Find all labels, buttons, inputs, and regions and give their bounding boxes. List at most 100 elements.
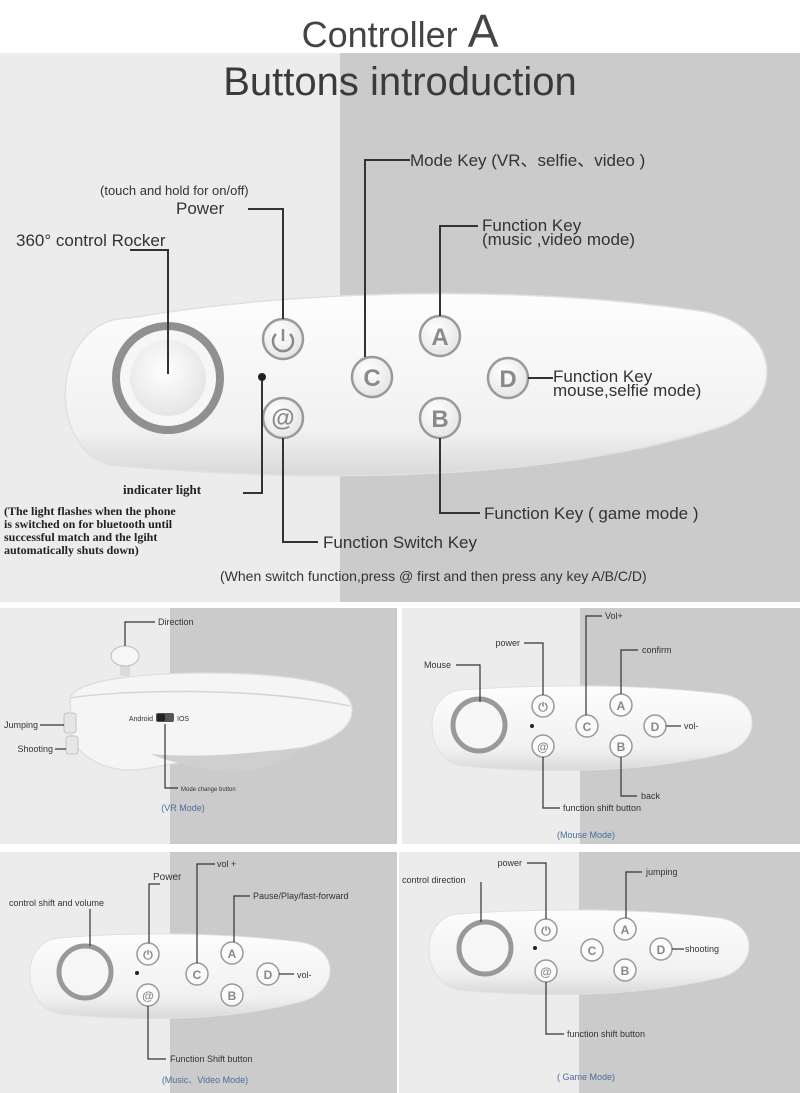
page-title: Controller A xyxy=(0,4,800,58)
rocker-label: 360° control Rocker xyxy=(16,231,166,250)
b-button: B xyxy=(418,396,462,440)
vr-mode-diagram: Android IOS Direction Jumping Shooting M… xyxy=(0,608,397,844)
game-b-glyph: B xyxy=(621,964,630,978)
a-button: A xyxy=(418,314,462,358)
game-a-glyph: A xyxy=(621,923,630,937)
music-vol-plus-label: vol + xyxy=(217,859,236,869)
game-mode-panel: ⏻ @ C A B D power jumping control direct… xyxy=(399,852,800,1093)
leader-lines xyxy=(130,159,553,543)
a-button-label: A xyxy=(431,324,448,351)
music-mode-caption: (Music、Video Mode) xyxy=(162,1075,248,1085)
game-shooting-label: shooting xyxy=(685,944,719,954)
indicator-note-1: (The light flashes when the phone xyxy=(4,504,176,518)
d-button-label: D xyxy=(499,366,516,393)
music-function-shift-label: Function Shift button xyxy=(170,1054,253,1064)
jumping-label: Jumping xyxy=(4,720,38,730)
mouse-vol-plus-label: Vol+ xyxy=(605,611,623,621)
main-diagram-panel: Buttons introduction @ C A B D xyxy=(0,53,800,602)
power-label: Power xyxy=(176,199,225,218)
indicator-label: indicater light xyxy=(123,482,202,497)
game-power-label: power xyxy=(497,858,522,868)
mouse-rocker xyxy=(450,696,508,754)
music-mode-panel: ⏻ @ C A B D Power vol + control shift an… xyxy=(0,852,397,1093)
mouse-mode-caption: (Mouse Mode) xyxy=(557,830,615,840)
switch-ios-label: IOS xyxy=(177,716,189,723)
vr-controller-body xyxy=(69,672,353,771)
game-a-button xyxy=(613,917,637,941)
function-key-a-label: Function Key xyxy=(482,216,582,235)
music-power-label: Power xyxy=(153,872,182,883)
mouse-c-button xyxy=(575,714,599,738)
game-d-glyph: D xyxy=(657,943,666,957)
vr-mode-caption: (VR Mode) xyxy=(161,803,205,813)
indicator-note-2: is switched on for bluetooth until xyxy=(4,517,173,531)
mouse-mode-diagram: ⏻ @ C A B D power Vol+ Mouse confirm vol… xyxy=(402,608,800,844)
mouse-d-glyph: D xyxy=(651,720,660,734)
mouse-c-glyph: C xyxy=(583,720,592,734)
music-a-glyph: A xyxy=(228,947,237,961)
shooting-label: Shooting xyxy=(17,744,53,754)
jumping-button xyxy=(63,712,77,734)
mode-change-label: Mode change button xyxy=(181,787,236,793)
function-key-b-label: Function Key ( game mode ) xyxy=(484,504,698,523)
music-b-button xyxy=(220,983,244,1007)
game-c-button xyxy=(580,938,604,962)
music-power-button xyxy=(136,942,160,966)
mouse-b-glyph: B xyxy=(617,740,626,754)
at-button: @ xyxy=(261,396,305,440)
function-key-d-label: Function Key xyxy=(553,367,653,386)
indicator-light xyxy=(258,373,266,381)
main-diagram: Buttons introduction @ C A B D xyxy=(0,53,800,602)
game-function-shift-label: function shift button xyxy=(567,1029,645,1039)
music-d-glyph: D xyxy=(264,968,273,982)
indicator-note-3: successful match and the lgiht xyxy=(4,530,157,544)
music-pause-play-label: Pause/Play/fast-forward xyxy=(253,891,349,901)
shooting-button xyxy=(65,735,79,755)
game-mode-diagram: ⏻ @ C A B D power jumping control direct… xyxy=(399,852,800,1093)
game-mode-caption: ( Game Mode) xyxy=(557,1072,615,1082)
game-power-glyph: ⏻ xyxy=(541,924,551,938)
mode-key-label: Mode Key (VR、selfie、video ) xyxy=(410,151,645,170)
main-heading: Buttons introduction xyxy=(223,60,577,104)
function-key-a-mode: (music ,video mode) xyxy=(482,230,635,249)
at-button-label: @ xyxy=(271,405,294,432)
game-jumping-label: jumping xyxy=(645,867,678,877)
music-a-button xyxy=(220,941,244,965)
music-c-glyph: C xyxy=(193,968,202,982)
controller-body xyxy=(64,292,768,477)
rocker-cap xyxy=(130,340,206,416)
mouse-a-glyph: A xyxy=(617,699,626,713)
mouse-back-label: back xyxy=(641,791,661,801)
music-at-glyph: @ xyxy=(142,989,154,1003)
game-rocker xyxy=(456,919,514,977)
direction-label: Direction xyxy=(158,617,194,627)
music-vol-minus-label: vol- xyxy=(297,970,312,980)
music-b-glyph: B xyxy=(228,989,237,1003)
mouse-label: Mouse xyxy=(424,660,451,670)
power-button xyxy=(261,317,305,361)
title-letter: A xyxy=(467,5,499,57)
mouse-power-label: power xyxy=(495,638,520,648)
mouse-vol-minus-label: vol- xyxy=(684,721,699,731)
indicator-note-4: automatically shuts down) xyxy=(4,543,139,557)
game-at-glyph: @ xyxy=(540,965,552,979)
music-power-glyph: ⏻ xyxy=(143,948,153,962)
b-button-label: B xyxy=(431,406,448,433)
mouse-at-glyph: @ xyxy=(537,740,549,754)
mouse-function-shift-label: function shift button xyxy=(563,803,641,813)
c-button: C xyxy=(350,355,394,399)
vr-mode-panel: Android IOS Direction Jumping Shooting M… xyxy=(0,608,397,844)
switch-note: (When switch function,press @ first and … xyxy=(220,568,647,584)
vr-controller-shadow xyxy=(150,748,300,772)
function-switch-key-label: Function Switch Key xyxy=(323,533,478,552)
d-button: D xyxy=(486,356,530,400)
mouse-power-glyph: ⏻ xyxy=(538,700,548,714)
music-rocker xyxy=(56,943,114,1001)
game-c-glyph: C xyxy=(588,944,597,958)
title-text: Controller xyxy=(301,14,458,55)
game-b-button xyxy=(613,958,637,982)
vr-joystick xyxy=(110,645,140,667)
c-button-label: C xyxy=(363,365,380,392)
mouse-mode-panel: ⏻ @ C A B D power Vol+ Mouse confirm vol… xyxy=(402,608,800,844)
power-hint-label: (touch and hold for on/off) xyxy=(100,183,249,198)
